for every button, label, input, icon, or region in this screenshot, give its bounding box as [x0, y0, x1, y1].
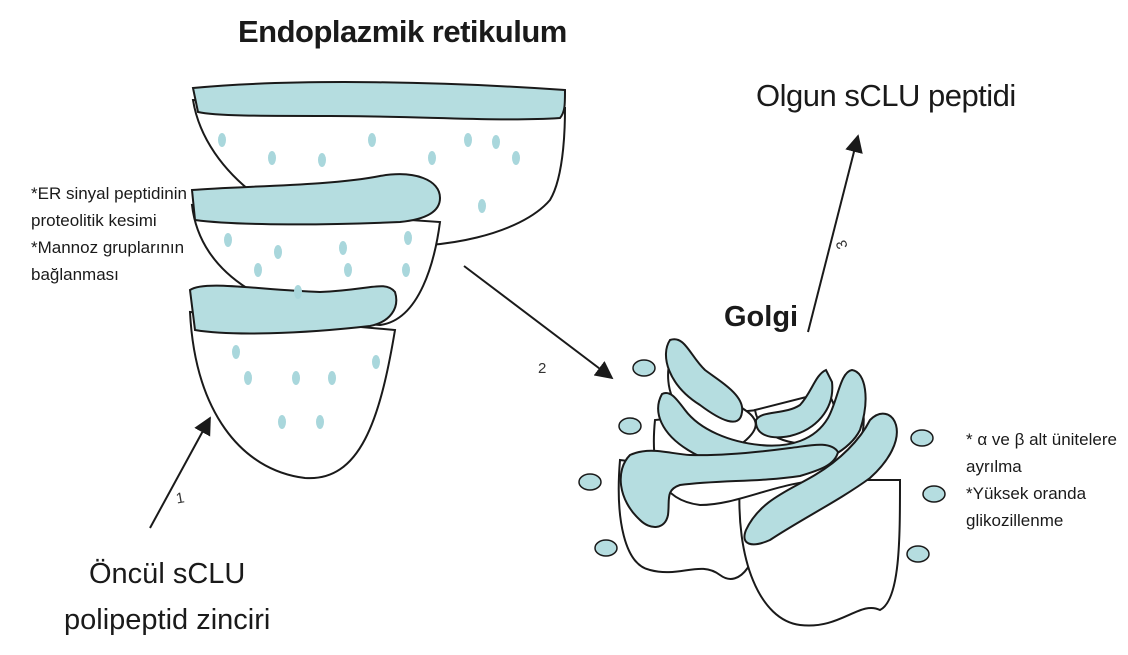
er-note-line: *Mannoz gruplarının — [31, 234, 187, 261]
golgi-note-line: * α ve β alt ünitelere — [966, 426, 1117, 453]
golgi-stack — [619, 339, 900, 625]
arrow-step-1 — [150, 418, 210, 528]
golgi-note-line: ayrılma — [966, 453, 1117, 480]
er-note-line: proteolitik kesimi — [31, 207, 187, 234]
precursor-line-1: Öncül sCLU — [64, 551, 270, 597]
golgi-title: Golgi — [724, 301, 798, 334]
er-notes: *ER sinyal peptidinin proteolitik kesimi… — [31, 180, 187, 288]
golgi-note-line: glikozillenme — [966, 507, 1117, 534]
step-2-label: 2 — [538, 360, 546, 377]
er-note-line: bağlanması — [31, 261, 187, 288]
er-title: Endoplazmik retikulum — [238, 14, 567, 50]
precursor-line-2: polipeptid zinciri — [64, 597, 270, 643]
golgi-notes: * α ve β alt ünitelere ayrılma *Yüksek o… — [966, 426, 1117, 534]
arrow-step-3 — [808, 136, 858, 332]
mature-peptide-label: Olgun sCLU peptidi — [756, 78, 1016, 114]
er-note-line: *ER sinyal peptidinin — [31, 180, 187, 207]
precursor-label: Öncül sCLU polipeptid zinciri — [64, 551, 270, 643]
golgi-note-line: *Yüksek oranda — [966, 480, 1117, 507]
